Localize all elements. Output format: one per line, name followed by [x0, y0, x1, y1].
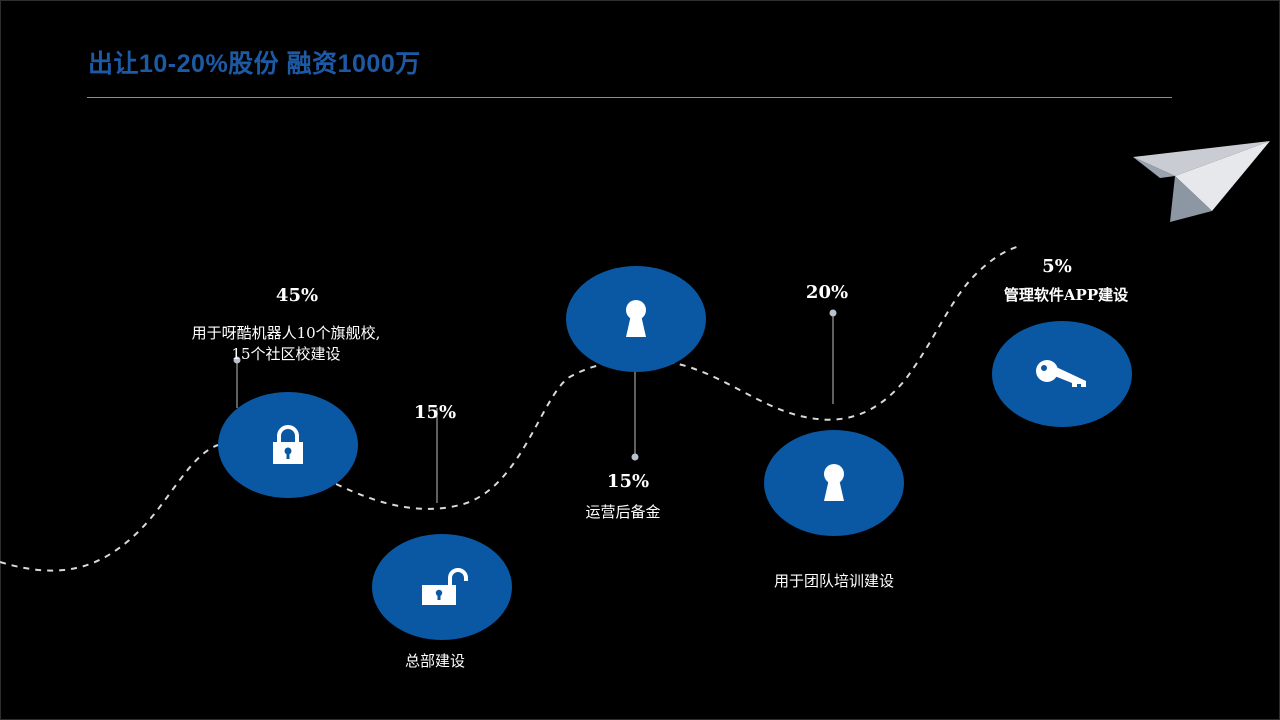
- lock-icon: [273, 425, 303, 464]
- circle-key: [992, 321, 1132, 427]
- label-item-4: 用于团队培训建设: [773, 572, 895, 590]
- title-divider: [87, 97, 1172, 98]
- keyhole-icon: [824, 464, 844, 501]
- circle-keyhole-top: [566, 266, 706, 372]
- label-item-5: 管理软件APP建设: [1003, 286, 1129, 304]
- keyhole-icon: [626, 300, 646, 337]
- label-item-1: 用于呀酷机器人10个旗舰校, 15个社区校建设: [192, 323, 381, 365]
- page-title: 出让10-20%股份 融资1000万: [88, 50, 421, 78]
- wave-path: [0, 245, 1021, 572]
- label-item-1-line2: 15个社区校建设: [231, 345, 341, 363]
- paper-plane-icon: [1133, 141, 1270, 222]
- percent-item-2: 15%: [413, 402, 457, 423]
- label-item-1-line1: 用于呀酷机器人10个旗舰校,: [191, 324, 381, 342]
- percent-item-4: 20%: [805, 282, 849, 303]
- connector-dot-4: [829, 309, 837, 317]
- label-item-2: 总部建设: [404, 652, 466, 670]
- unlock-icon: [422, 568, 468, 605]
- percent-item-5: 5%: [1042, 256, 1072, 277]
- connector-dot-1: [233, 356, 241, 364]
- percent-item-1: 45%: [275, 285, 319, 306]
- circle-keyhole-bottom: [764, 430, 904, 536]
- key-icon: [1036, 360, 1086, 387]
- circle-unlock: [372, 534, 512, 640]
- percent-item-3: 15%: [606, 471, 650, 492]
- circle-lock: [218, 392, 358, 498]
- label-item-3: 运营后备金: [585, 503, 661, 521]
- connector-dot-3: [631, 453, 639, 461]
